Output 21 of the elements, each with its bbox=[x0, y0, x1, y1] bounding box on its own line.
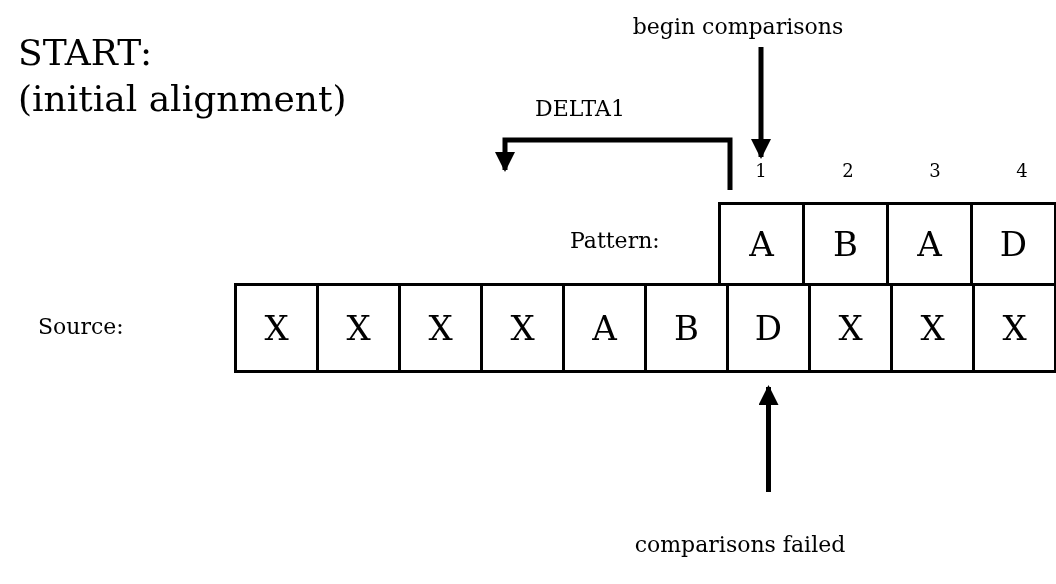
source-cell: X bbox=[480, 283, 565, 373]
source-cell: A bbox=[562, 283, 647, 373]
position-number: 2 bbox=[842, 160, 854, 181]
row-label: Pattern: bbox=[570, 228, 660, 253]
arrow bbox=[758, 385, 779, 492]
source-cell: X bbox=[398, 283, 483, 373]
pattern-cell: A bbox=[718, 202, 805, 286]
caption-text: comparisons failed bbox=[634, 532, 846, 557]
position-number: 1 bbox=[755, 160, 767, 181]
source-cell: X bbox=[316, 283, 401, 373]
source-cell: B bbox=[644, 283, 729, 373]
caption-text: begin comparisons bbox=[632, 14, 844, 39]
position-number: 4 bbox=[1016, 160, 1028, 181]
arrow bbox=[751, 47, 771, 159]
row-label: Source: bbox=[38, 314, 124, 339]
source-cell: X bbox=[972, 283, 1056, 373]
title-text: START: (initial alignment) bbox=[18, 31, 347, 121]
pattern-cell: D bbox=[970, 202, 1056, 286]
source-cell: X bbox=[234, 283, 319, 373]
position-number: 3 bbox=[929, 160, 941, 181]
shift-label: DELTA1 bbox=[535, 96, 625, 121]
